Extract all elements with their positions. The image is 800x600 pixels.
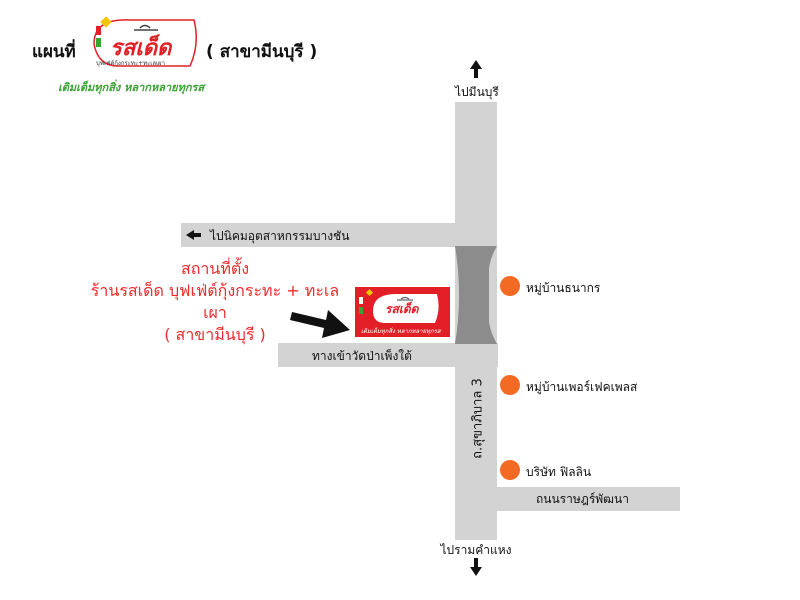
west-road-label: ไปนิคมอุตสาหกรรมบางชัน [210,229,350,243]
location-line1: ร้านรสเด็ด บุฟเฟ่ต์กุ้งกระทะ + ทะเลเผา [90,281,340,322]
restaurant-marker: รสเด็ด เติมเต็มทุกสิ่ง หลากหลายทุกรส [355,287,450,337]
temple-road [278,343,498,367]
temple-road-label: ทางเข้าวัดป่าเพ็งใต้ [312,349,412,363]
pointer-arrow-icon [290,310,350,338]
north-arrow-icon [470,60,482,78]
branch-name: ( สาขามีนบุรี ) [206,42,318,62]
road-curve [455,246,497,344]
south-label: ไปรามคำแหง [440,543,512,557]
east-road [455,487,680,511]
location-text: สถานที่ตั้ง ร้านรสเด็ด บุฟเฟ่ต์กุ้งกระทะ… [80,258,350,346]
main-road-label: ถ.สุขาภิบาล 3 [470,378,486,459]
landmark-label-1: หมู่บ้านธนากร [526,281,601,295]
west-road [181,223,497,247]
brand-logo [90,14,205,74]
location-line2: ( สาขามีนบุรี ) [164,325,266,344]
east-road-label: ถนนราษฎร์พัฒนา [536,492,629,506]
map-title: แผนที่ [32,42,76,62]
slogan: เติมเต็มทุกสิ่ง หลากหลายทุกรส [58,81,205,94]
restaurant-logo-icon: รสเด็ด เติมเต็มทุกสิ่ง หลากหลายทุกรส [359,288,442,335]
landmark-marker [500,460,520,480]
landmark-label-2: หมู่บ้านเพอร์เฟคเพลส [526,380,638,394]
svg-text:เติมเต็มทุกสิ่ง หลากหลายทุกรส: เติมเต็มทุกสิ่ง หลากหลายทุกรส [361,326,442,335]
logo-text: รสเด็ด [110,36,172,61]
logo-subtext: บุฟเฟ่ต์กุ้งกระทะ+ทะเลเผา [96,60,165,67]
south-arrow-icon [470,558,482,576]
west-arrow-icon [186,230,201,240]
landmark-marker [500,375,520,395]
location-heading: สถานที่ตั้ง [180,259,250,278]
logo-icon [93,16,197,67]
svg-text:รสเด็ด: รสเด็ด [385,301,420,316]
landmark-marker [500,276,520,296]
landmark-label-3: บริษัท ฟิลลิน [526,465,592,479]
north-label: ไปมีนบุรี [455,85,499,99]
